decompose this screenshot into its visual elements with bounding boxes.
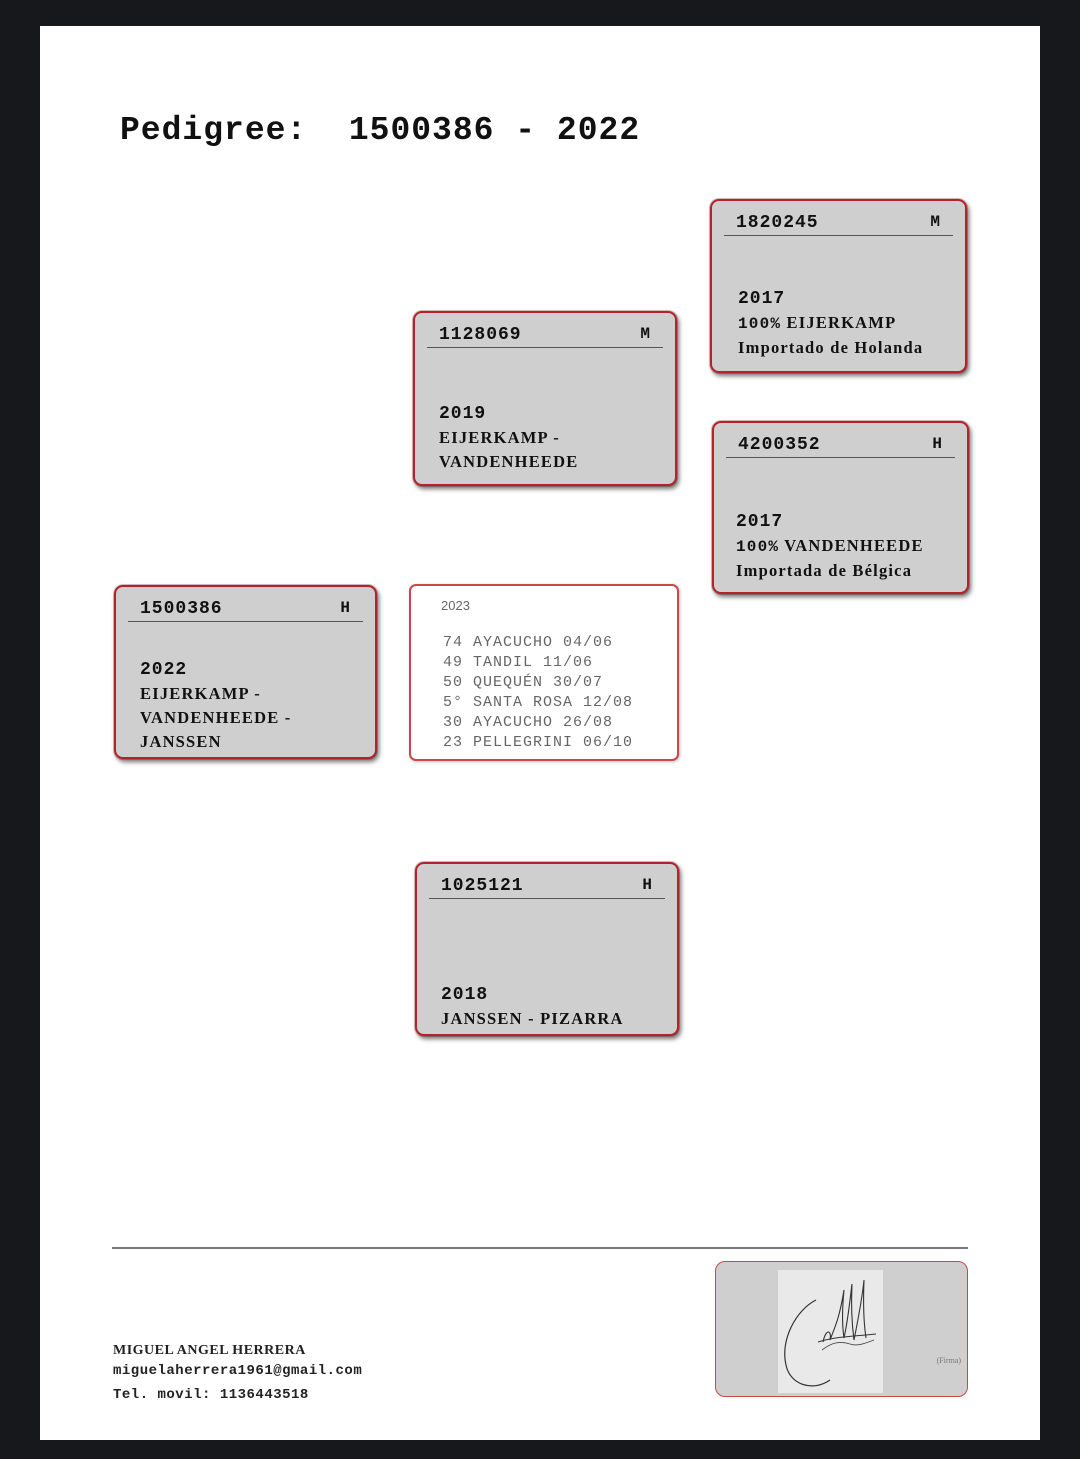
title-year: 2022 xyxy=(556,112,641,149)
race-results-box: 2023 74 AYACUCHO 04/06 49 TANDIL 11/06 50 … xyxy=(409,584,679,761)
ring-number: 4200352 xyxy=(738,435,821,455)
results-year: 2023 xyxy=(441,598,470,613)
signature-area xyxy=(778,1270,883,1393)
owner-phone: Tel. movil: 1136443518 xyxy=(113,1387,309,1403)
strain-percent: 100% xyxy=(736,538,780,556)
sex-code: H xyxy=(340,599,351,617)
subject-card: 1500386 H 2022 EIJERKAMP - VANDENHEEDE -… xyxy=(114,585,377,759)
strain-line: 100% EIJERKAMP xyxy=(738,311,959,336)
origin: Importado de Holanda xyxy=(738,338,924,357)
sex-code: H xyxy=(932,435,943,453)
birth-year: 2017 xyxy=(738,289,786,309)
title-separator: - xyxy=(515,112,537,149)
card-details: 2017 100% VANDENHEEDE Importada de Bélgi… xyxy=(736,510,961,583)
title-label: Pedigree: xyxy=(120,112,308,149)
card-header: 1820245 M xyxy=(724,211,953,236)
result-item: 74 AYACUCHO 04/06 xyxy=(443,634,614,651)
card-header: 1128069 M xyxy=(427,323,663,348)
result-item: 49 TANDIL 11/06 xyxy=(443,654,594,671)
strain-line: JANSSEN xyxy=(140,732,222,751)
strain-percent: 100% xyxy=(738,315,782,333)
card-details: 2017 100% EIJERKAMP Importado de Holanda xyxy=(738,287,959,360)
birth-year: 2018 xyxy=(441,985,489,1005)
title-number: 1500386 xyxy=(348,112,495,149)
handwritten-signature xyxy=(784,1279,877,1387)
ring-number: 1500386 xyxy=(140,599,223,619)
signature-box: (Firma) xyxy=(715,1261,968,1397)
pedigree-sheet: Pedigree: 1500386 - 2022 1820245 M 2017 … xyxy=(40,26,1040,1440)
card-header: 1025121 H xyxy=(429,874,665,899)
birth-year: 2022 xyxy=(140,660,188,680)
owner-name: MIGUEL ANGEL HERRERA xyxy=(113,1343,306,1358)
ring-number: 1820245 xyxy=(736,213,819,233)
origin: Importada de Bélgica xyxy=(736,561,913,580)
birth-year: 2019 xyxy=(439,404,487,424)
granddam-card: 4200352 H 2017 100% VANDENHEEDE Importad… xyxy=(712,421,969,594)
card-header: 1500386 H xyxy=(128,597,363,622)
card-details: 2018 JANSSEN - PIZARRA xyxy=(441,983,671,1031)
strain-line: EIJERKAMP - xyxy=(140,684,261,703)
strain-line: JANSSEN - PIZARRA xyxy=(441,1009,624,1028)
strain-line: VANDENHEEDE - xyxy=(140,708,292,727)
strain-line: VANDENHEEDE xyxy=(439,452,579,471)
sex-code: M xyxy=(930,213,941,231)
sex-code: M xyxy=(640,325,651,343)
results-list: 74 AYACUCHO 04/06 49 TANDIL 11/06 50 QUEQU… xyxy=(443,633,633,753)
birth-year: 2017 xyxy=(736,512,784,532)
card-details: 2022 EIJERKAMP - VANDENHEEDE - JANSSEN xyxy=(140,658,369,754)
sex-code: H xyxy=(642,876,653,894)
result-item: 5° SANTA ROSA 12/08 xyxy=(443,694,634,711)
dam-card: 1025121 H 2018 JANSSEN - PIZARRA xyxy=(415,862,679,1036)
card-details: 2019 EIJERKAMP - VANDENHEEDE xyxy=(439,402,669,474)
ring-number: 1025121 xyxy=(441,876,524,896)
strain-name: VANDENHEEDE xyxy=(784,536,924,555)
footer-divider xyxy=(112,1247,968,1249)
result-item: 50 QUEQUÉN 30/07 xyxy=(443,674,604,691)
result-item: 30 AYACUCHO 26/08 xyxy=(443,714,614,731)
sire-card: 1128069 M 2019 EIJERKAMP - VANDENHEEDE xyxy=(413,311,677,486)
owner-contact: MIGUEL ANGEL HERRERA miguelaherrera1961@… xyxy=(113,1340,362,1406)
signature-label: (Firma) xyxy=(936,1356,961,1365)
strain-line: 100% VANDENHEEDE xyxy=(736,534,961,559)
ring-number: 1128069 xyxy=(439,325,522,345)
card-header: 4200352 H xyxy=(726,433,955,458)
owner-email: miguelaherrera1961@gmail.com xyxy=(113,1363,363,1379)
grandsire-card: 1820245 M 2017 100% EIJERKAMP Importado … xyxy=(710,199,967,373)
strain-line: EIJERKAMP - xyxy=(439,428,560,447)
strain-name: EIJERKAMP xyxy=(786,313,897,332)
page-title: Pedigree: 1500386 - 2022 xyxy=(120,112,640,149)
result-item: 23 PELLEGRINI 06/10 xyxy=(443,734,634,751)
